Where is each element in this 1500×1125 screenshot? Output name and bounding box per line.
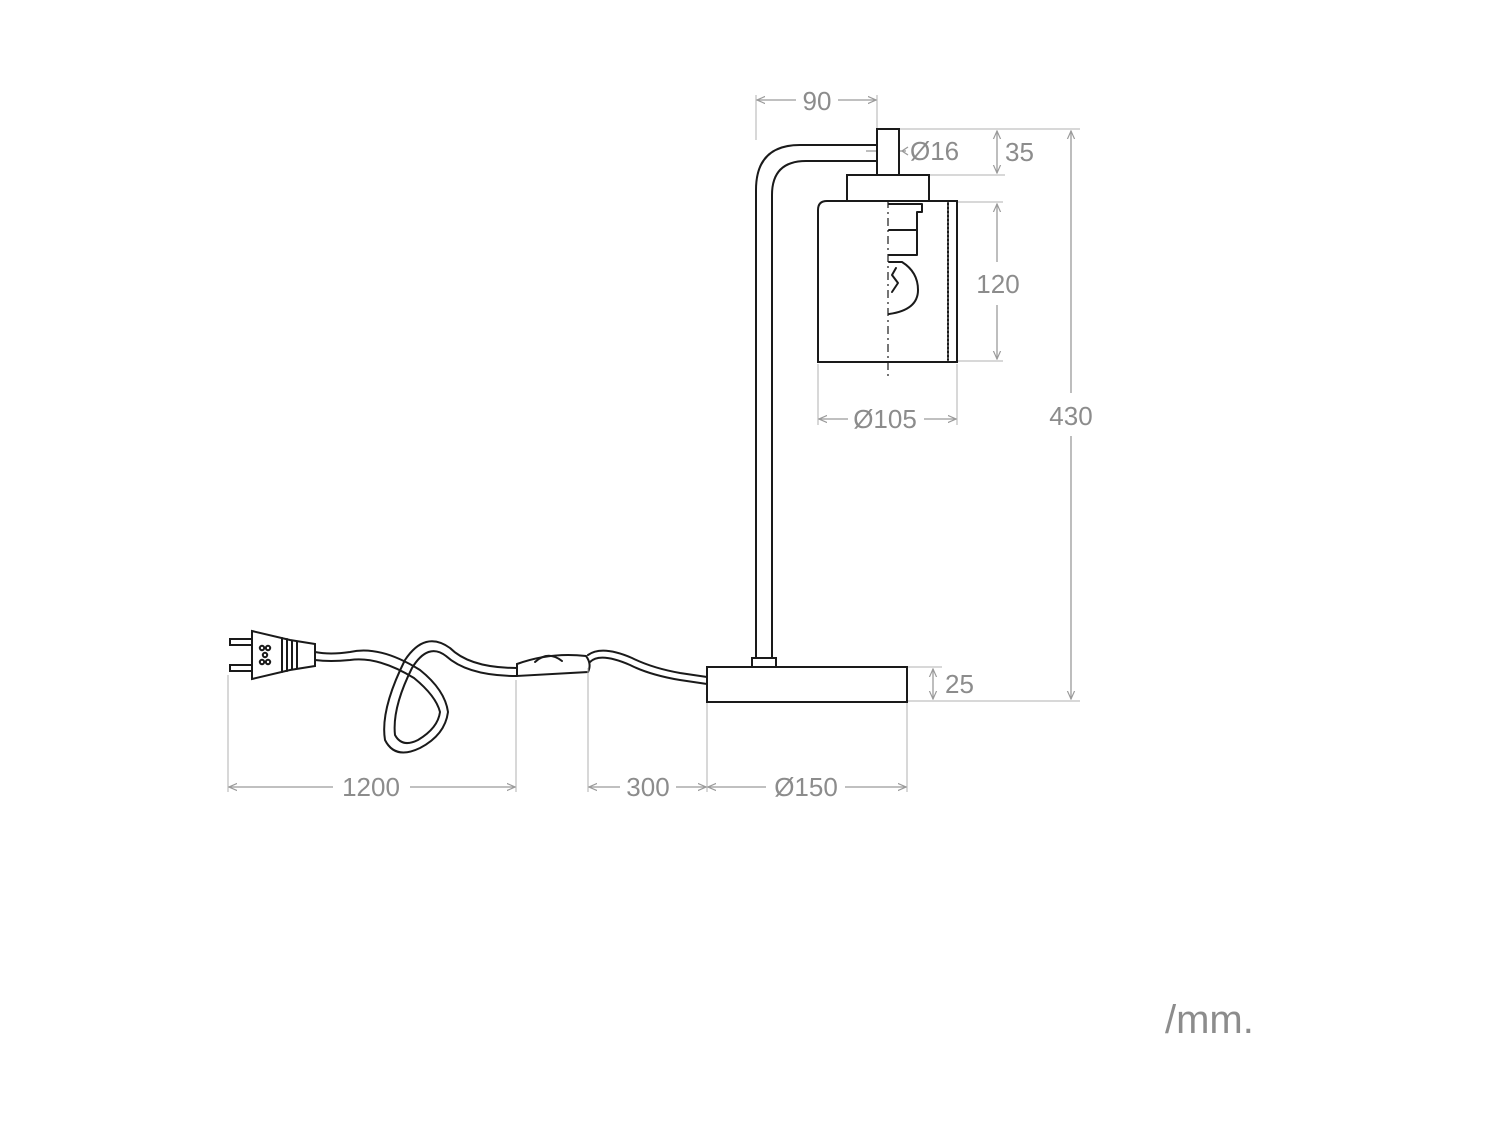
cable-assembly	[229, 629, 708, 754]
dim-shade-diameter: Ø105	[853, 404, 917, 434]
cable-segment-base	[589, 656, 708, 685]
top-tube	[876, 128, 900, 176]
dimensions: 90 Ø16 35 120 Ø105 430 25	[227, 86, 1093, 802]
unit-label: /mm.	[1165, 998, 1254, 1042]
dim-base-height: 25	[945, 669, 974, 699]
dim-top-height: 35	[1005, 137, 1034, 167]
dim-arm-width: 90	[803, 86, 832, 116]
lamp-base	[706, 666, 908, 703]
socket-cap	[846, 174, 930, 202]
plug	[251, 629, 316, 681]
lamp-stem-inner	[771, 160, 878, 666]
dim-switch-distance: 300	[626, 772, 669, 802]
lamp-stem	[755, 144, 878, 666]
plug-pin-top	[229, 638, 253, 646]
dim-base-diameter: Ø150	[774, 772, 838, 802]
dim-tube-diameter: Ø16	[910, 136, 959, 166]
inline-switch	[516, 654, 591, 678]
dim-shade-height: 120	[976, 269, 1019, 299]
plug-pin-bottom	[229, 664, 253, 672]
dim-total-height: 430	[1049, 401, 1092, 431]
cable-segment-plug	[314, 640, 518, 754]
lamp-shade	[817, 200, 958, 363]
lamp-socket	[888, 203, 923, 256]
dim-cable-length: 1200	[342, 772, 400, 802]
bulb	[888, 261, 919, 315]
lamp-body	[706, 128, 958, 703]
bulb-filament	[891, 267, 899, 293]
